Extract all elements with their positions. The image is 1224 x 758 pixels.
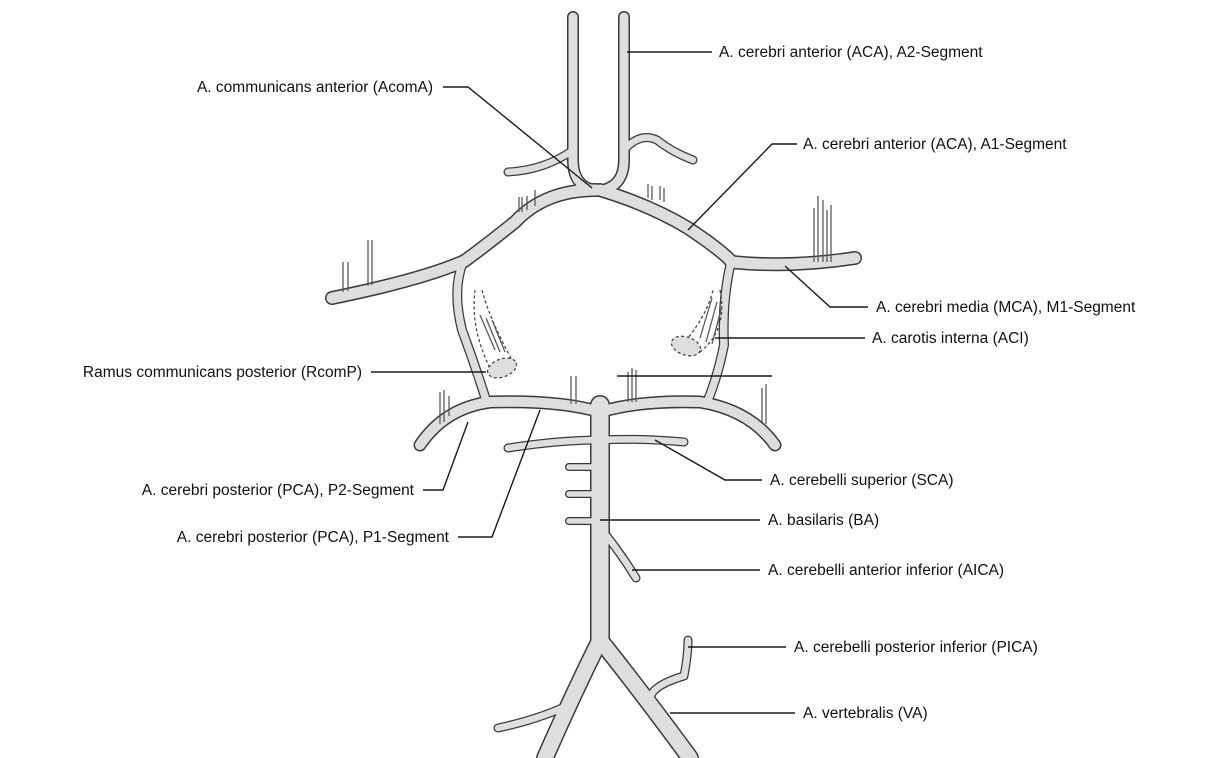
label-pca-p2: A. cerebri posterior (PCA), P2-Segment [142, 482, 415, 499]
label-ba: A. basilaris (BA) [768, 512, 879, 529]
label-pica: A. cerebelli posterior inferior (PICA) [794, 639, 1038, 656]
label-aca-a2: A. cerebri anterior (ACA), A2-Segment [719, 44, 983, 61]
label-rcomp: Ramus communicans posterior (RcomP) [83, 364, 362, 381]
leader-sca [655, 440, 762, 480]
label-acoma: A. communicans anterior (AcomA) [197, 79, 433, 96]
label-mca-m1: A. cerebri media (MCA), M1-Segment [876, 299, 1136, 316]
carotid-stumps [474, 290, 722, 382]
leader-mca-m1 [785, 266, 868, 307]
leader-pca-p1 [458, 410, 540, 537]
label-aca-a1: A. cerebri anterior (ACA), A1-Segment [803, 136, 1067, 153]
label-aica: A. cerebelli anterior inferior (AICA) [768, 562, 1004, 579]
label-pca-p1: A. cerebri posterior (PCA), P1-Segment [177, 529, 450, 546]
label-va: A. vertebralis (VA) [803, 705, 928, 722]
label-sca: A. cerebelli superior (SCA) [770, 472, 953, 489]
leader-aca-a1 [688, 144, 797, 230]
perforating-branches [343, 184, 831, 424]
label-aci: A. carotis interna (ACI) [872, 330, 1029, 347]
